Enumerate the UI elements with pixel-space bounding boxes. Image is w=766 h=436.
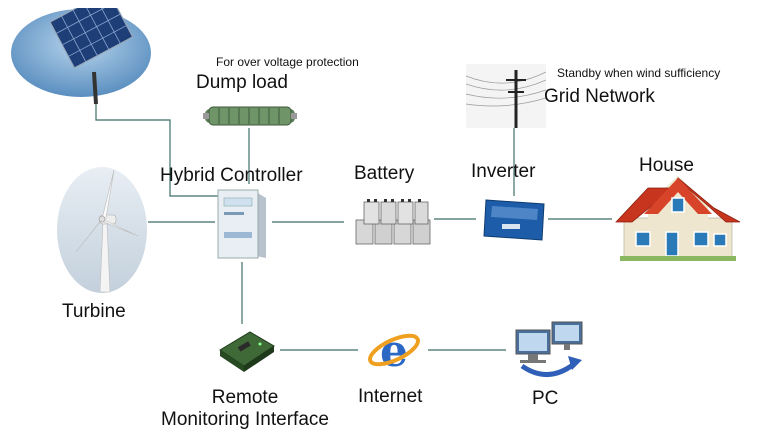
house	[614, 174, 742, 262]
house-label: House	[639, 155, 694, 176]
inverter-box-icon	[483, 199, 545, 241]
grid-network	[465, 64, 547, 128]
dump-load-note: For over voltage protection	[216, 55, 359, 69]
internet: e	[366, 324, 422, 377]
remote-label-line1: Remote	[211, 387, 279, 408]
power-pole-icon	[465, 64, 547, 128]
remote-monitor	[214, 326, 278, 376]
battery-label: Battery	[354, 163, 415, 184]
monitor-device-icon	[219, 331, 275, 372]
hybrid-controller	[216, 188, 268, 260]
internet-label: Internet	[358, 386, 423, 407]
battery	[352, 196, 432, 248]
wind-turbine	[56, 166, 148, 294]
svg-text:e: e	[380, 326, 408, 376]
house-icon	[615, 176, 741, 261]
remote-label-line2: Monitoring Interface	[161, 409, 329, 430]
inverter-label: Inverter	[471, 161, 536, 182]
solar-panel	[10, 0, 152, 106]
grid-network-label: Grid Network	[544, 86, 655, 107]
turbine-label: Turbine	[62, 301, 126, 322]
dump-load	[203, 103, 297, 129]
hybrid-controller-label: Hybrid Controller	[160, 165, 303, 186]
wire-solar-controller	[95, 100, 218, 197]
inverter	[482, 198, 548, 242]
resistor-icon	[203, 106, 297, 126]
controller-box-icon	[217, 189, 266, 259]
pc-label: PC	[532, 388, 559, 409]
computer-icon	[515, 321, 583, 377]
grid-note: Standby when wind sufficiency	[557, 66, 721, 80]
battery-bank-icon	[355, 199, 431, 245]
wind-turbine-icon	[57, 167, 147, 293]
pc	[512, 320, 586, 382]
internet-explorer-icon: e	[368, 326, 420, 377]
solar-panel-icon	[11, 0, 151, 105]
dump-load-label: Dump load	[196, 72, 288, 93]
